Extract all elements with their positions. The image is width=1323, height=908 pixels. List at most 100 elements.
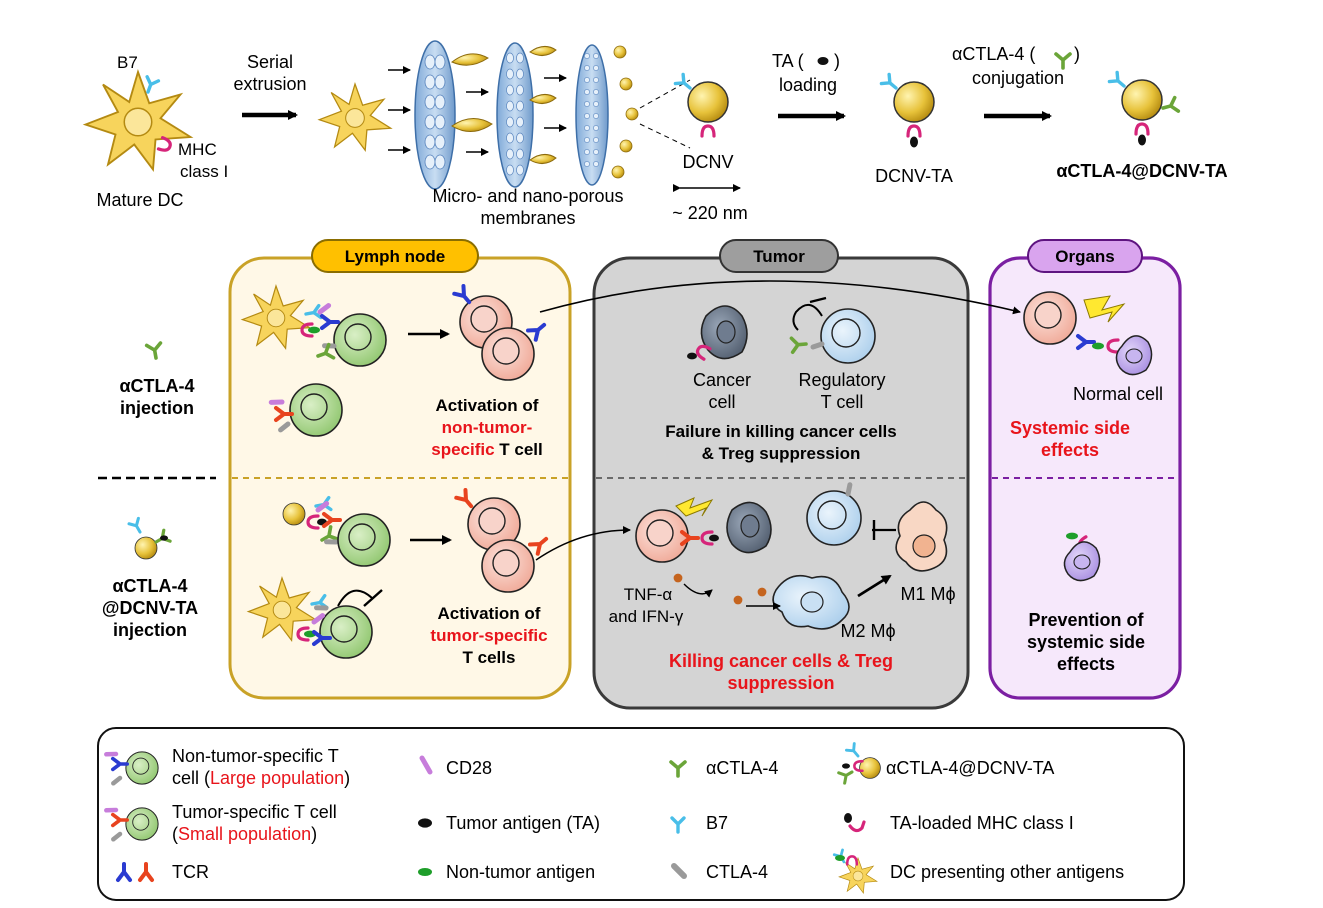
dcnv-label: DCNV [682,152,733,172]
conj-label-3: conjugation [972,68,1064,88]
dcnv-ta-icon [879,72,935,148]
membranes-label-1: Micro- and nano-porous [432,186,623,206]
dc-small-icon [318,83,392,151]
side-effects-label-2: effects [1041,440,1099,460]
legend-nta: Non-tumor antigen [446,862,595,882]
ta-dot-icon [817,57,829,65]
cancer-label-2: cell [708,392,735,412]
serial-label-2: extrusion [233,74,306,94]
organs-top-cells [1023,291,1153,376]
conj-label-1: αCTLA-4 ( [952,44,1035,64]
legend-tst-2a: ( [172,824,178,844]
ifn-label: and IFN-γ [609,607,684,626]
legend-ntst-2a: cell ( [172,768,210,788]
row2-label-3: injection [113,620,187,640]
tumor-top-cells [687,296,876,364]
legend-nta-icon [418,868,432,876]
kill-label-1: Killing cancer cells & Treg [669,651,893,671]
legend-tcr: TCR [172,862,209,882]
dcnv-ta-label: DCNV-TA [875,166,953,186]
membranes-icon [388,40,691,190]
lymph-bottom-cells [247,488,552,659]
lymph-top-label-3a: specific [431,440,494,459]
circulation-arrow-top [539,280,1021,315]
actla4-injection-icon [144,341,165,362]
lymph-bot-label-2: tumor-specific [430,626,547,645]
ta-loading-label-3: loading [779,75,837,95]
tumor-bottom-cells [635,485,948,630]
normal-cell-label: Normal cell [1073,384,1163,404]
legend-dc-other: DC presenting other antigens [890,862,1124,882]
m1-label: M1 Mϕ [900,584,955,604]
serial-label-1: Serial [247,52,293,72]
lymph-top-label-3b: T cell [495,440,543,459]
legend-ta-mhc-icon [844,813,866,833]
legend: Non-tumor-specific T cell (Large populat… [97,727,1185,901]
legend-ta: Tumor antigen (TA) [446,813,600,833]
row2-label-1: αCTLA-4 [112,576,187,596]
prevention-label-1: Prevention of [1028,610,1144,630]
legend-cd28: CD28 [446,758,492,778]
legend-ctla4: CTLA-4 [706,862,768,882]
lymph-top-label-1: Activation of [436,396,539,415]
kill-label-2: suppression [727,673,834,693]
mature-dc-label: Mature DC [96,190,183,210]
treg-label-1: Regulatory [798,370,885,390]
legend-ntst-2c: ) [344,768,350,788]
row1-label-2: injection [120,398,194,418]
prevention-label-2: systemic side [1027,632,1145,652]
legend-tst-2: (Small population) [172,824,317,844]
circulation-arrow-bottom [535,526,631,561]
fail-label-2: & Treg suppression [702,444,861,463]
actla4-icon [1054,52,1072,70]
mhc-label-1: MHC [178,140,217,159]
organs-title: Organs [1055,247,1115,266]
legend-ntst-2b: Large population [210,768,344,788]
legend-tst-2b: Small population [178,824,311,844]
ta-loading-label-1: TA ( [772,51,804,71]
legend-ta-mhc: TA-loaded MHC class I [890,813,1074,833]
legend-ntst-2: cell (Large population) [172,768,350,788]
treg-label-2: T cell [821,392,864,412]
lymph-top-label-2: non-tumor- [442,418,533,437]
prevention-label-3: effects [1057,654,1115,674]
cancer-label-1: Cancer [693,370,751,390]
legend-cd28-icon [419,755,433,775]
row1-label-1: αCTLA-4 [119,376,194,396]
legend-ta-icon [418,818,432,828]
lymph-top-cells [241,284,550,437]
mature-dc-icon [84,71,192,171]
legend-product: αCTLA-4@DCNV-TA [886,758,1054,778]
legend-product-icon [837,742,881,785]
lymph-node-title: Lymph node [345,247,445,266]
b7-label: B7 [117,53,138,72]
side-effects-label-1: Systemic side [1010,418,1130,438]
legend-dc-other-icon [832,848,878,894]
left-labels: αCTLA-4 injection αCTLA-4 @DCNV-TA injec… [98,341,216,640]
conj-label-2: ) [1074,44,1080,64]
actla4-dcnv-ta-icon [1107,70,1181,146]
lymph-bot-label-3: T cells [463,648,516,667]
legend-ntst-1: Non-tumor-specific T [172,746,339,766]
row2-label-2: @DCNV-TA [102,598,198,618]
lymph-top-label-3: specific T cell [431,440,543,459]
tnf-label: TNF-α [624,585,673,604]
legend-b7: B7 [706,813,728,833]
final-product-label: αCTLA-4@DCNV-TA [1056,161,1227,181]
m2-label: M2 Mϕ [840,621,895,641]
ta-loading-label-2: ) [834,51,840,71]
mhc-label-2: class I [180,162,228,181]
tumor-panel: Tumor [592,239,970,710]
tumor-title: Tumor [753,247,805,266]
dcnv-icon [673,72,729,138]
fail-label-1: Failure in killing cancer cells [665,422,896,441]
membranes-label-2: membranes [480,208,575,228]
size-label: ~ 220 nm [672,203,748,223]
organs-bottom-cells [1063,532,1101,582]
lymph-node-panel: Lymph node [228,239,572,700]
lymph-bot-label-1: Activation of [438,604,541,623]
legend-actla4: αCTLA-4 [706,758,778,778]
legend-tst-2c: ) [311,824,317,844]
